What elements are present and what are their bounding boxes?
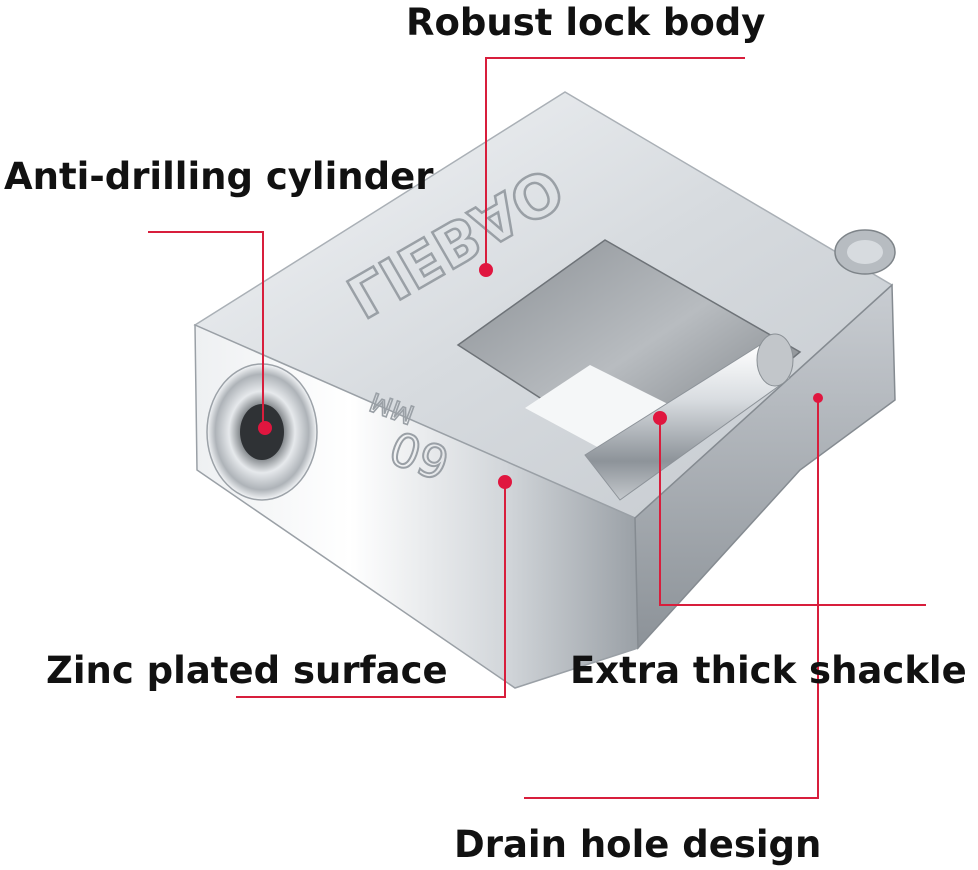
callout-dot-zinc <box>498 475 512 489</box>
callout-dot-drain <box>813 393 823 403</box>
callout-line-cylinder <box>148 231 264 428</box>
callout-extra-thick-shackle: Extra thick shackle <box>570 649 967 692</box>
callout-dot-shackle <box>653 411 667 425</box>
lock-side-face <box>634 283 896 650</box>
callout-line-shackle <box>659 418 926 606</box>
callout-dot-cylinder <box>258 421 272 435</box>
callout-zinc-plated-surface: Zinc plated surface <box>46 649 448 692</box>
callout-dots <box>258 263 823 489</box>
callout-line-body <box>485 57 745 270</box>
callout-dot-body <box>479 263 493 277</box>
callout-robust-lock-body: Robust lock body <box>406 1 766 44</box>
callout-anti-drilling-cylinder: Anti-drilling cylinder <box>4 155 434 198</box>
callout-line-drain <box>524 398 819 799</box>
callout-drain-hole-design: Drain hole design <box>454 823 822 866</box>
shackle-rod <box>584 229 896 501</box>
callout-line-zinc <box>236 482 506 698</box>
callout-lines <box>148 57 926 799</box>
